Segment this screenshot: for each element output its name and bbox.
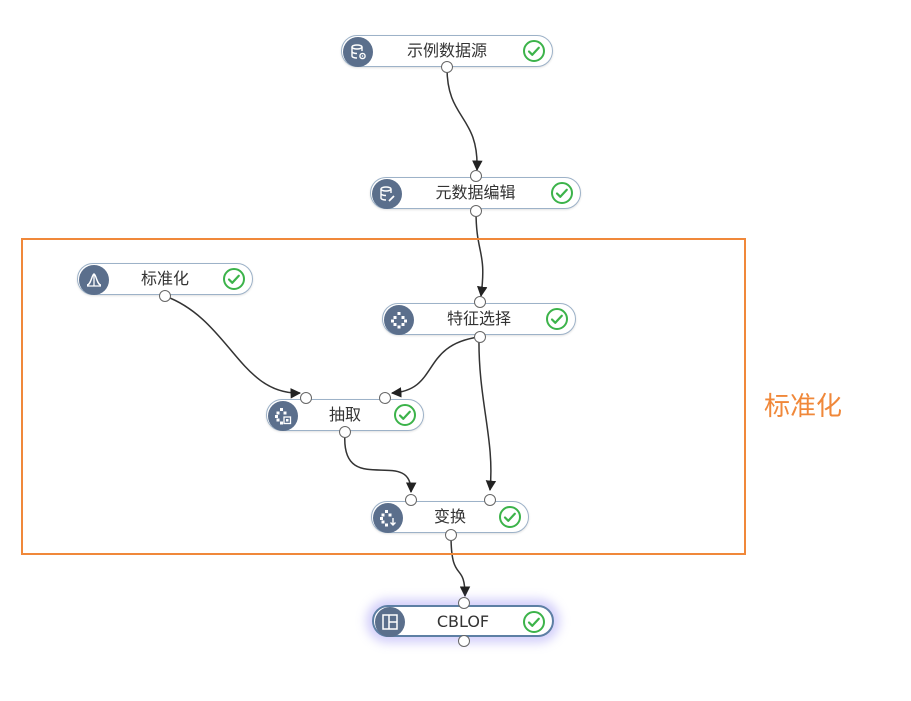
annotation-label: 标准化: [764, 392, 843, 422]
check-circle-icon: [523, 40, 545, 62]
output-port[interactable]: [159, 290, 171, 302]
output-port[interactable]: [470, 205, 482, 217]
transform-icon: [373, 503, 403, 533]
check-circle-icon: [499, 506, 521, 528]
feature-select-icon: [384, 305, 414, 335]
edge-norm-extract[interactable]: [164, 295, 302, 399]
edge-meta-feature[interactable]: [475, 210, 488, 298]
database-edit-icon: [372, 179, 402, 209]
layout-panel-icon: [375, 607, 405, 637]
node-label: 标准化: [140, 269, 189, 288]
edge-feature-extract[interactable]: [390, 336, 480, 398]
input-port[interactable]: [458, 597, 470, 609]
edge-extract-trans[interactable]: [344, 432, 417, 494]
output-port[interactable]: [445, 529, 457, 541]
check-circle-icon: [523, 611, 545, 633]
node-extract[interactable]: 抽取: [266, 399, 424, 431]
output-port[interactable]: [441, 61, 453, 73]
check-circle-icon: [551, 182, 573, 204]
node-label: CBLOF: [436, 612, 490, 631]
extract-icon: [268, 401, 298, 431]
node-label: 抽取: [328, 405, 361, 424]
node-label: 特征选择: [446, 309, 511, 328]
node-label: 变换: [433, 507, 466, 526]
output-port[interactable]: [474, 331, 486, 343]
edge-source-meta[interactable]: [446, 67, 483, 172]
input-port[interactable]: [300, 392, 312, 404]
node-normalize[interactable]: 标准化: [77, 263, 253, 295]
database-gear-icon: [343, 37, 373, 67]
check-circle-icon: [223, 268, 245, 290]
node-label: 元数据编辑: [435, 183, 516, 202]
edge-feature-trans[interactable]: [478, 336, 497, 492]
input-port[interactable]: [379, 392, 391, 404]
node-cblof[interactable]: CBLOF: [372, 605, 554, 637]
output-port[interactable]: [339, 426, 351, 438]
output-port[interactable]: [458, 635, 470, 647]
edge-trans-cblof[interactable]: [450, 534, 471, 598]
check-circle-icon: [546, 308, 568, 330]
input-port[interactable]: [405, 494, 417, 506]
check-circle-icon: [394, 404, 416, 426]
input-port[interactable]: [470, 170, 482, 182]
bell-curve-icon: [79, 265, 109, 295]
node-transform[interactable]: 变换: [371, 501, 529, 533]
node-label: 示例数据源: [406, 41, 487, 60]
annotation-box: [21, 238, 746, 555]
input-port[interactable]: [474, 296, 486, 308]
input-port[interactable]: [484, 494, 496, 506]
